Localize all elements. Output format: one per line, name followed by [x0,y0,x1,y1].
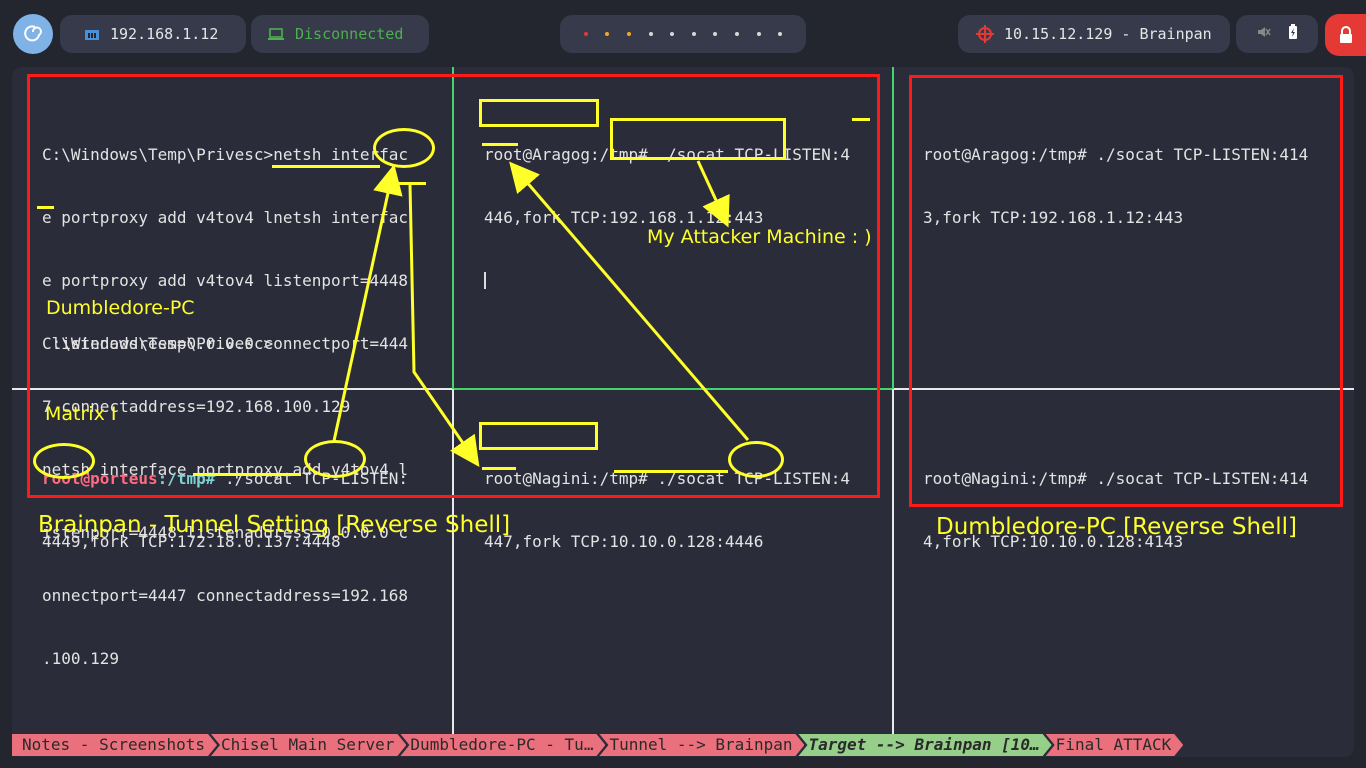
workspace-dot[interactable] [735,32,739,36]
workspace-dot[interactable] [670,32,675,36]
annotation-underline-446 [482,143,518,146]
terminal-window: C:\Windows\Temp\Privesc>netsh interfac e… [12,67,1354,757]
annotation-attacker-label: My Attacker Machine : ) [647,226,872,248]
arrow-connectport-to-nagini [408,183,480,467]
annotation-brainpan-caption: Brainpan - Tunnel Setting [Reverse Shell… [38,512,511,538]
arrow-4446-to-aragog [509,161,750,441]
vpn-status-text: Disconnected [295,25,404,43]
app-menu-button[interactable] [13,14,53,54]
terminal-line: 447,fork TCP:10.10.0.128:4446 [484,532,764,551]
terminal-prompt: C:\Windows\Temp\Privesc> [42,334,274,353]
network-icon [84,27,100,41]
terminal-line: 3,fork TCP:192.168.1.12:443 [923,208,1184,227]
active-pane-border [452,67,454,389]
pane-divider-vertical-2[interactable] [892,67,894,735]
annotation-box-nagini [479,422,598,450]
workspace-switcher[interactable] [560,15,806,53]
annotation-underline-4 [852,118,870,121]
annotation-matrix-label: Matrix I [45,403,117,425]
workspace-dot[interactable] [756,32,761,36]
active-pane-border-right [892,67,894,389]
terminal-line: 4449,fork TCP:172.18.0.137:4448 [42,532,341,551]
annotation-circle-4448-listen [373,128,435,168]
pane-nagini-socat-2[interactable]: root@Nagini:/tmp# ./socat TCP-LISTEN:414… [923,426,1308,594]
local-ip-text: 192.168.1.12 [110,25,219,43]
terminal-line: .100.129 [42,649,120,668]
tab-window[interactable]: Chisel Main Server [211,734,406,756]
workspace-dot[interactable] [691,32,696,36]
workspace-dot[interactable] [626,32,631,36]
annotation-circle-4446 [728,441,784,478]
crosshair-icon [976,25,994,43]
terminal-line: istenport=4448 listenaddress=0.0.0.0 c [42,523,409,542]
terminal-line: root@Aragog:/tmp# ./socat TCP-LISTEN:414 [923,145,1309,164]
system-tray [1236,15,1318,53]
local-ip-widget[interactable]: 192.168.1.12 [60,15,246,53]
arrow-4448-to-listenport [332,164,403,442]
annotation-underline-7 [37,206,54,209]
terminal-line: 7 connectaddress=192.168.100.129 [42,397,351,416]
annotation-underline-listenport [272,165,380,168]
workspace-dot[interactable] [583,32,588,36]
workspace-dot[interactable] [648,32,653,36]
annotation-underline-172 [193,473,301,476]
terminal-line: root@Nagini:/tmp# ./socat TCP-LISTEN:414 [923,469,1309,488]
annotation-underline-447 [482,467,516,470]
power-button[interactable] [1325,14,1366,56]
terminal-line: e portproxy add v4tov4 lnetsh interfac [42,208,409,227]
battery-icon[interactable] [1288,24,1298,44]
debian-swirl-icon [24,25,42,42]
arrow-attacker-ip [696,160,730,228]
pane-divider-vertical-1[interactable] [452,67,454,735]
annotation-dumbledore-caption: Dumbledore-PC [Reverse Shell] [936,514,1297,540]
pane-dumbledore-netsh[interactable]: C:\Windows\Temp\Privesc>netsh interfac e… [42,102,408,711]
terminal-line: 4,fork TCP:10.10.0.128:4143 [923,532,1184,551]
active-pane-border-bottom [454,388,892,390]
terminal-cursor [484,272,486,289]
tab-window[interactable]: Dumbledore-PC - Tu… [400,734,605,756]
pane-aragog-socat-2[interactable]: root@Aragog:/tmp# ./socat TCP-LISTEN:414… [923,102,1308,270]
target-text: 10.15.12.129 - Brainpan [1004,25,1212,43]
workspace-dot[interactable] [605,32,610,36]
vpn-status-widget[interactable]: Disconnected [251,15,429,53]
terminal-line: e portproxy add v4tov4 listenport=4448 [42,271,409,290]
annotation-dumbledore-label: Dumbledore-PC [46,297,195,319]
lock-icon [1339,26,1352,43]
laptop-icon [267,27,285,41]
annotation-red-box-dumbledore [909,75,1343,507]
tab-window[interactable]: Final ATTACK [1046,734,1184,756]
tab-window[interactable]: Tunnel --> Brainpan [599,734,804,756]
workspace-dot[interactable] [778,32,783,36]
annotation-underline-10 [614,470,728,473]
volume-muted-icon[interactable] [1257,25,1271,43]
workspace-dot[interactable] [713,32,718,36]
annotation-circle-4448 [304,440,366,478]
tab-window[interactable]: Notes - Screenshots [12,734,217,756]
annotation-red-box-brainpan [27,74,880,498]
annotation-box-aragog [479,99,599,127]
annotation-box-attacker-ip [610,118,786,160]
annotation-circle-4449 [33,443,95,479]
top-panel: 192.168.1.12 Disconnected 10.15.12.129 -… [0,0,1366,68]
tab-window[interactable]: Target --> Brainpan [10… [798,734,1051,756]
terminal-line: onnectport=4447 connectaddress=192.168 [42,586,409,605]
terminal-line: listenaddress=0.0.0.0 connectport=444 [42,334,409,353]
target-widget[interactable]: 10.15.12.129 - Brainpan [958,15,1230,53]
annotation-underline-444 [396,182,426,185]
